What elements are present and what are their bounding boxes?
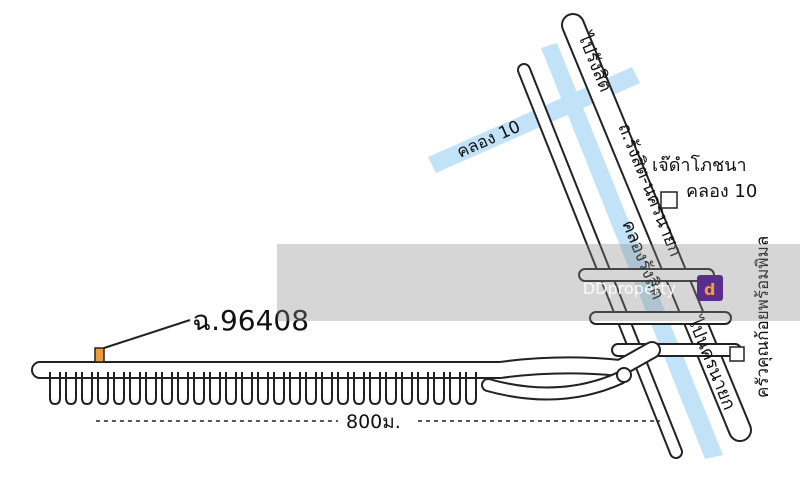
- small-soi: [177, 372, 189, 406]
- landmark-restaurant-line1: เจ๊ดำโภชนา: [652, 154, 747, 176]
- small-soi: [97, 372, 109, 406]
- landmark-kitchen-label: ครัวคุณก้อยพร้อมพิมล: [753, 236, 773, 398]
- small-soi: [353, 372, 365, 406]
- small-soi: [193, 372, 205, 406]
- watermark-text: DDproperty: [583, 279, 676, 298]
- small-soi: [225, 372, 237, 406]
- cross-canal-label: คลอง 10: [454, 117, 524, 163]
- plot-label: ฉ.96408: [192, 304, 309, 337]
- small-soi: [433, 372, 445, 406]
- small-soi: [49, 372, 61, 406]
- small-soi: [241, 372, 253, 406]
- small-soi: [81, 372, 93, 406]
- small-soi: [417, 372, 429, 406]
- small-soi: [289, 372, 301, 406]
- small-soi: [337, 372, 349, 406]
- small-soi: [145, 372, 157, 406]
- small-soi: [321, 372, 333, 406]
- main-road: [517, 63, 683, 459]
- plot-marker: [94, 347, 105, 363]
- upper-road: [561, 13, 752, 442]
- small-soi: [385, 372, 397, 406]
- small-soi: [65, 372, 77, 406]
- plot-pointer-line: [103, 319, 191, 349]
- small-soi: [449, 372, 461, 406]
- roundabout: [616, 367, 632, 383]
- small-soi: [401, 372, 413, 406]
- small-soi: [305, 372, 317, 406]
- landmark-restaurant-box: [660, 191, 678, 209]
- small-soi: [273, 372, 285, 406]
- small-soi: [113, 372, 125, 406]
- watermark-logo-icon: [697, 275, 723, 301]
- small-soi: [465, 372, 477, 406]
- landmark-restaurant-line2: คลอง 10: [686, 181, 757, 202]
- small-soi: [209, 372, 221, 406]
- watermark-logo-glyph: d: [704, 280, 715, 299]
- distance-label: 800ม.: [346, 411, 401, 433]
- small-sois: [49, 372, 477, 406]
- cross-canal: [428, 67, 640, 173]
- small-soi: [161, 372, 173, 406]
- soi-road: [31, 341, 661, 401]
- landmark-kitchen-box: [729, 346, 745, 362]
- small-soi: [257, 372, 269, 406]
- small-soi: [129, 372, 141, 406]
- small-soi: [369, 372, 381, 406]
